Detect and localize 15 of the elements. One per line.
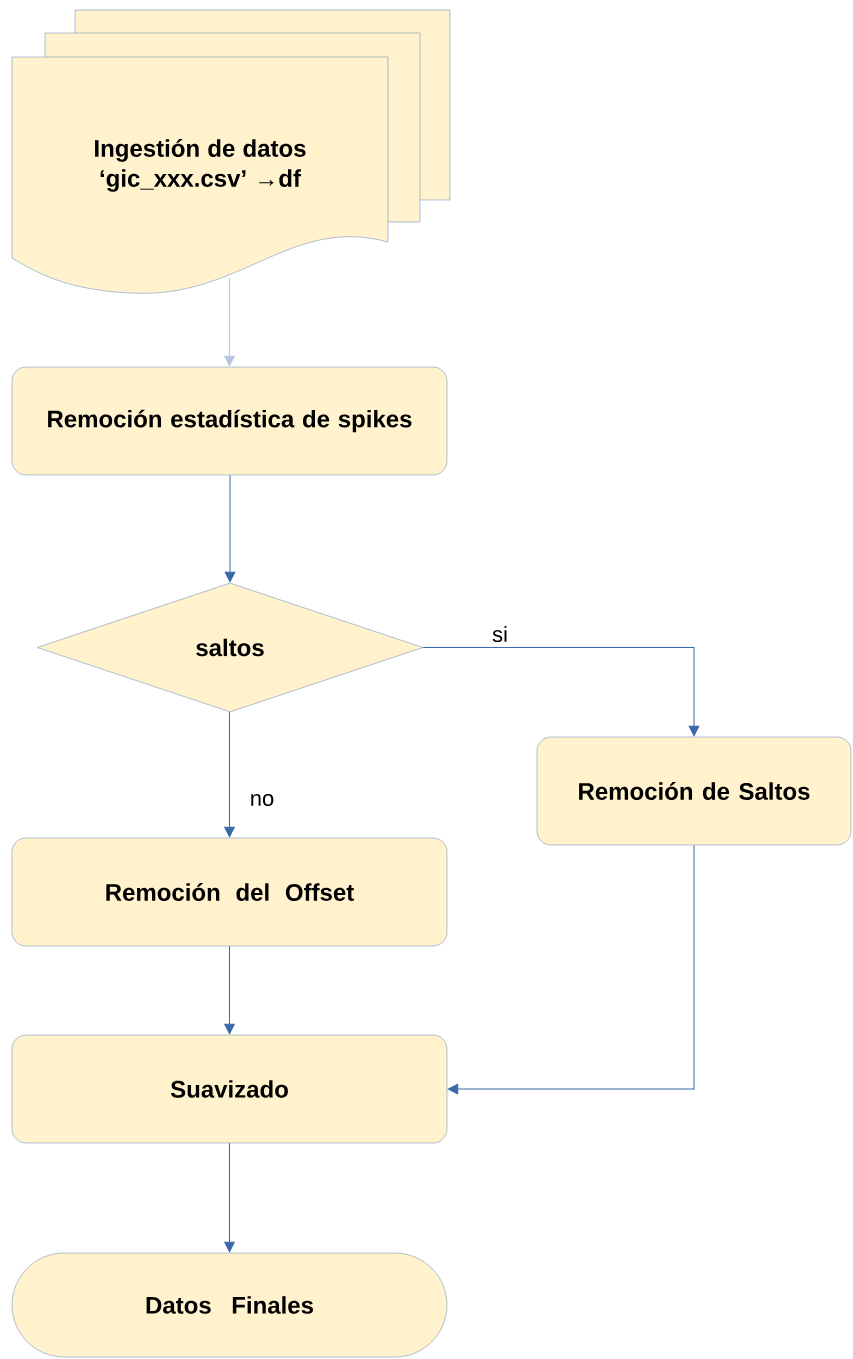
process-box: Remoción del Offset bbox=[11, 837, 448, 947]
edge-label: no bbox=[247, 792, 277, 809]
process-box: Remoción de Saltos bbox=[536, 736, 852, 846]
arrow bbox=[224, 1142, 235, 1253]
process-box: Remoción estadística de spikes bbox=[11, 366, 448, 476]
arrow bbox=[422, 647, 700, 737]
process-box: Suavizado bbox=[11, 1034, 448, 1144]
arrow bbox=[224, 711, 235, 838]
arrow bbox=[447, 844, 695, 1095]
edge-label: si bbox=[490, 623, 510, 645]
arrow bbox=[224, 945, 235, 1035]
terminal-box: Datos Finales bbox=[11, 1252, 448, 1358]
arrow bbox=[224, 277, 235, 367]
arrow bbox=[224, 474, 236, 583]
document-stack: Ingestión de datos ‘gic_xxx.csv’ →df bbox=[11, 9, 451, 294]
